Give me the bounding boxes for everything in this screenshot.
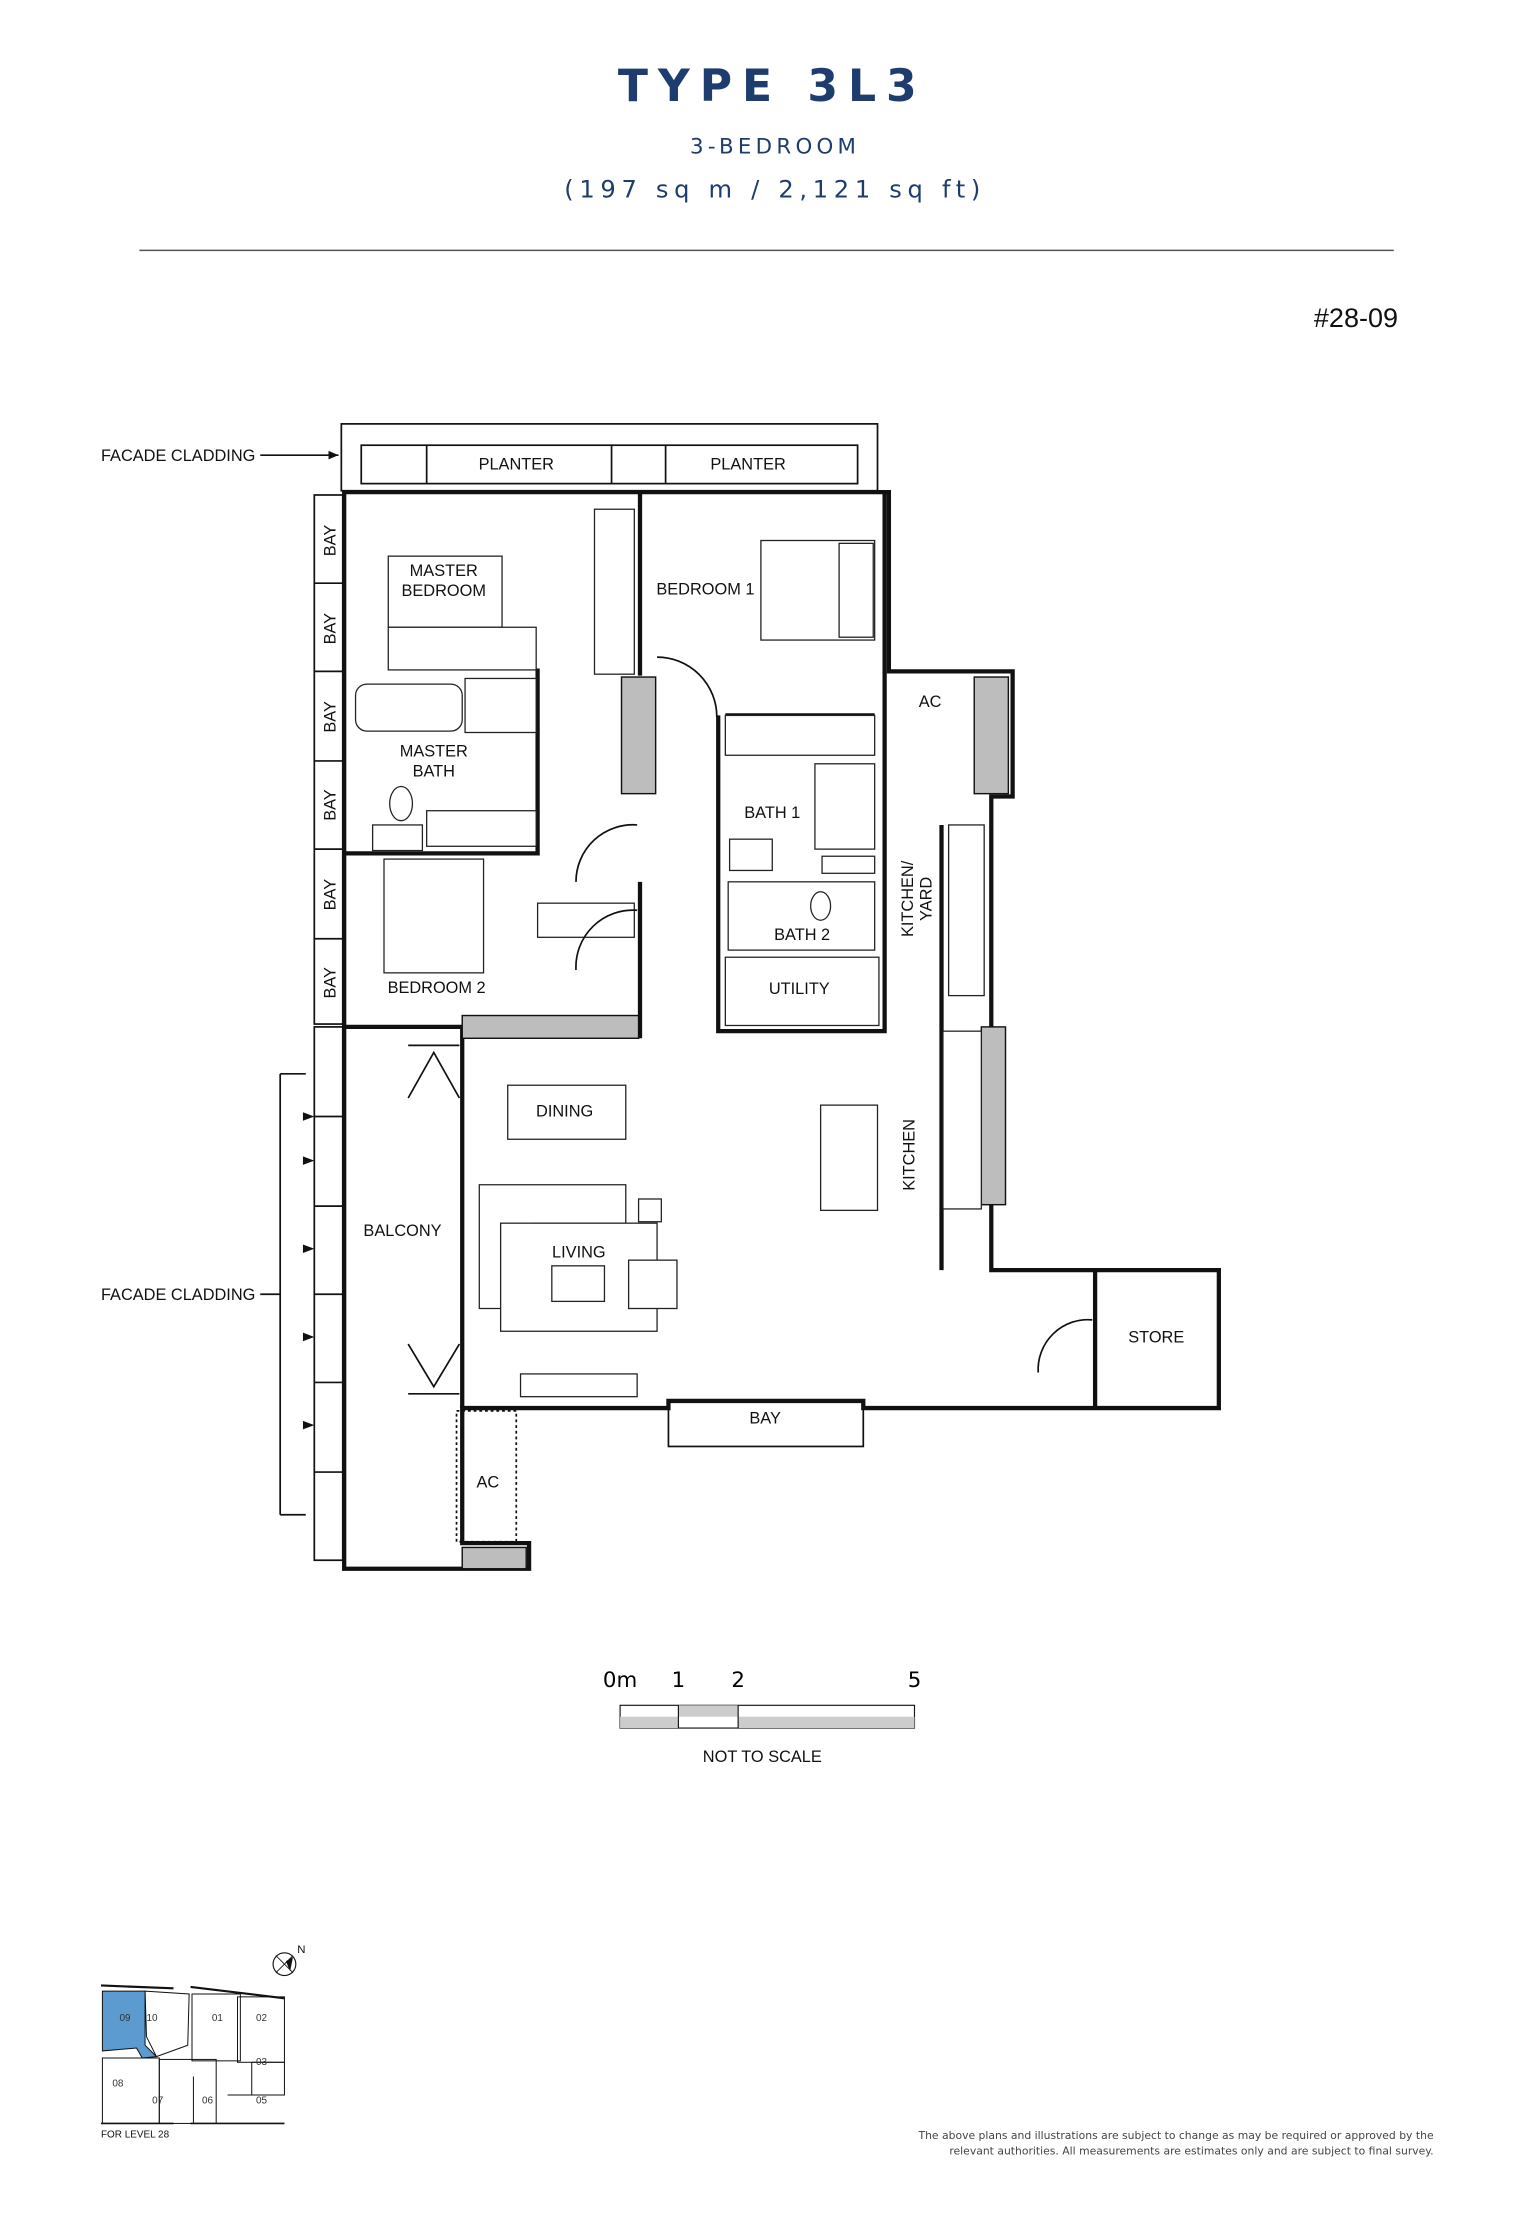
- bay-label: BAY: [322, 879, 340, 911]
- room-label-kitchen: KITCHEN: [900, 1119, 918, 1191]
- bay-label: BAY: [322, 525, 340, 557]
- room-label-store: STORE: [1128, 1329, 1184, 1347]
- key-plan: 09 10 01 02 03 05 06 07 08 N FOR LEVEL 2…: [100, 1944, 305, 2141]
- exterior-wall: [342, 490, 1221, 1571]
- room-label-bath-2: BATH 2: [774, 926, 830, 944]
- planter-box: [340, 423, 879, 492]
- room-label-bedroom-2: BEDROOM 2: [388, 979, 486, 997]
- room-label-ac: AC: [476, 1474, 499, 1492]
- not-to-scale-note: NOT TO SCALE: [703, 1748, 822, 1766]
- key-plan-unit: 09: [119, 2013, 131, 2024]
- highlighted-unit: [101, 1990, 158, 2059]
- room-label-balcony: BALCONY: [363, 1222, 441, 1240]
- planter-label: PLANTER: [479, 455, 555, 473]
- room-label-master-bedroom: BEDROOM: [402, 582, 486, 600]
- disclaimer-line: The above plans and illustrations are su…: [917, 2129, 1433, 2142]
- room-label-bath-1: BATH 1: [744, 804, 800, 822]
- scale-tick: 5: [908, 1668, 922, 1693]
- north-compass-icon: [272, 1952, 297, 1977]
- facade-cladding-label: FACADE CLADDING: [101, 1286, 255, 1304]
- scale-tick: 2: [731, 1668, 745, 1693]
- page-subtitle: 3-BEDROOM: [690, 135, 860, 160]
- facade-cladding-label: FACADE CLADDING: [101, 447, 255, 465]
- room-label-living: LIVING: [552, 1243, 606, 1261]
- key-plan-unit: 07: [152, 2096, 164, 2107]
- planter-label: PLANTER: [710, 455, 786, 473]
- floor-plan: PLANTER PLANTER FACADE CLADDING BAY BAY …: [101, 423, 1221, 1571]
- bay-label: BAY: [322, 613, 340, 645]
- room-label-kitchen-yard: KITCHEN/: [899, 860, 917, 937]
- north-label: N: [297, 1944, 305, 1956]
- key-plan-unit: 02: [256, 2013, 268, 2024]
- bay-window-strip: [313, 494, 344, 1025]
- room-label-kitchen-yard: YARD: [918, 877, 936, 921]
- bay-label: BAY: [322, 789, 340, 821]
- unit-area: (197 sq m / 2,121 sq ft): [564, 176, 986, 204]
- room-label-master-bath: BATH: [413, 763, 455, 781]
- room-label-master-bath: MASTER: [400, 743, 468, 761]
- scale-bar: 0m 1 2 5 NOT TO SCALE: [603, 1668, 921, 1766]
- scale-tick: 1: [672, 1668, 686, 1693]
- bay-label: BAY: [322, 967, 340, 999]
- key-plan-unit: 08: [112, 2078, 124, 2089]
- disclaimer-line: relevant authorities. All measurements a…: [949, 2145, 1433, 2158]
- key-plan-unit: 01: [212, 2013, 224, 2024]
- key-plan-unit: 03: [256, 2057, 268, 2068]
- scale-tick: 0m: [603, 1668, 637, 1693]
- key-plan-unit: 10: [146, 2013, 158, 2024]
- room-label-utility: UTILITY: [769, 980, 830, 998]
- key-plan-unit: 06: [202, 2096, 214, 2107]
- room-label-bay: BAY: [749, 1410, 781, 1428]
- key-plan-level: FOR LEVEL 28: [101, 2130, 170, 2141]
- room-label-dining: DINING: [536, 1103, 593, 1121]
- room-label-bedroom-1: BEDROOM 1: [656, 581, 754, 599]
- page-title: TYPE 3L3: [618, 61, 927, 112]
- unit-number: #28-09: [1314, 303, 1398, 333]
- key-plan-unit: 05: [256, 2096, 268, 2107]
- room-label-master-bedroom: MASTER: [410, 562, 478, 580]
- room-label-ac: AC: [919, 693, 942, 711]
- bay-label: BAY: [322, 701, 340, 733]
